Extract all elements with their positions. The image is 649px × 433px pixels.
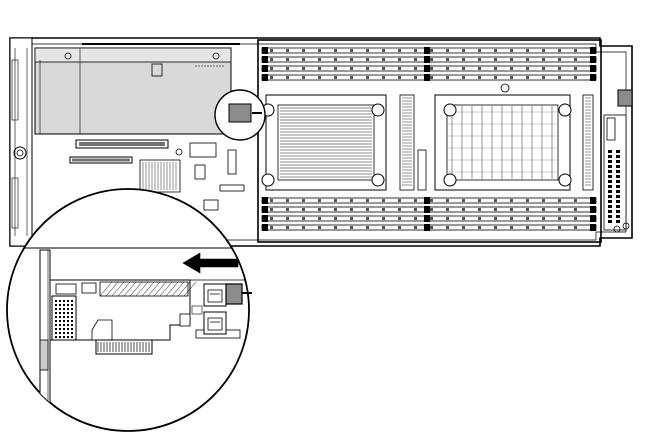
target-connector: [229, 104, 251, 122]
rear-connector-highlight: [618, 90, 632, 106]
rear-io: [604, 90, 632, 232]
riser-cage: [35, 44, 240, 134]
processor-2: [435, 84, 571, 190]
dimm-end-latches: [583, 95, 593, 190]
heatsink-screw: [262, 174, 274, 186]
zoom-port-upper: [204, 284, 226, 306]
memory-bank-top: [262, 47, 596, 81]
voltage-regulator: [400, 95, 426, 190]
connector-callout-small: [215, 90, 265, 140]
heatsink-screw: [372, 174, 384, 186]
processor-1: [262, 95, 386, 190]
heatsink-screw: [444, 174, 456, 186]
front-bulkhead: [10, 38, 32, 246]
memory-bank-bottom: [262, 197, 596, 231]
magnified-callout: [0, 189, 260, 431]
zoom-port-lower: [204, 312, 226, 334]
zoom-target-connector: [226, 284, 242, 304]
heatsink-screw: [559, 174, 571, 186]
heatsink-screw: [559, 104, 571, 116]
heatsink-screw: [444, 104, 456, 116]
heatsink-screw: [372, 104, 384, 116]
